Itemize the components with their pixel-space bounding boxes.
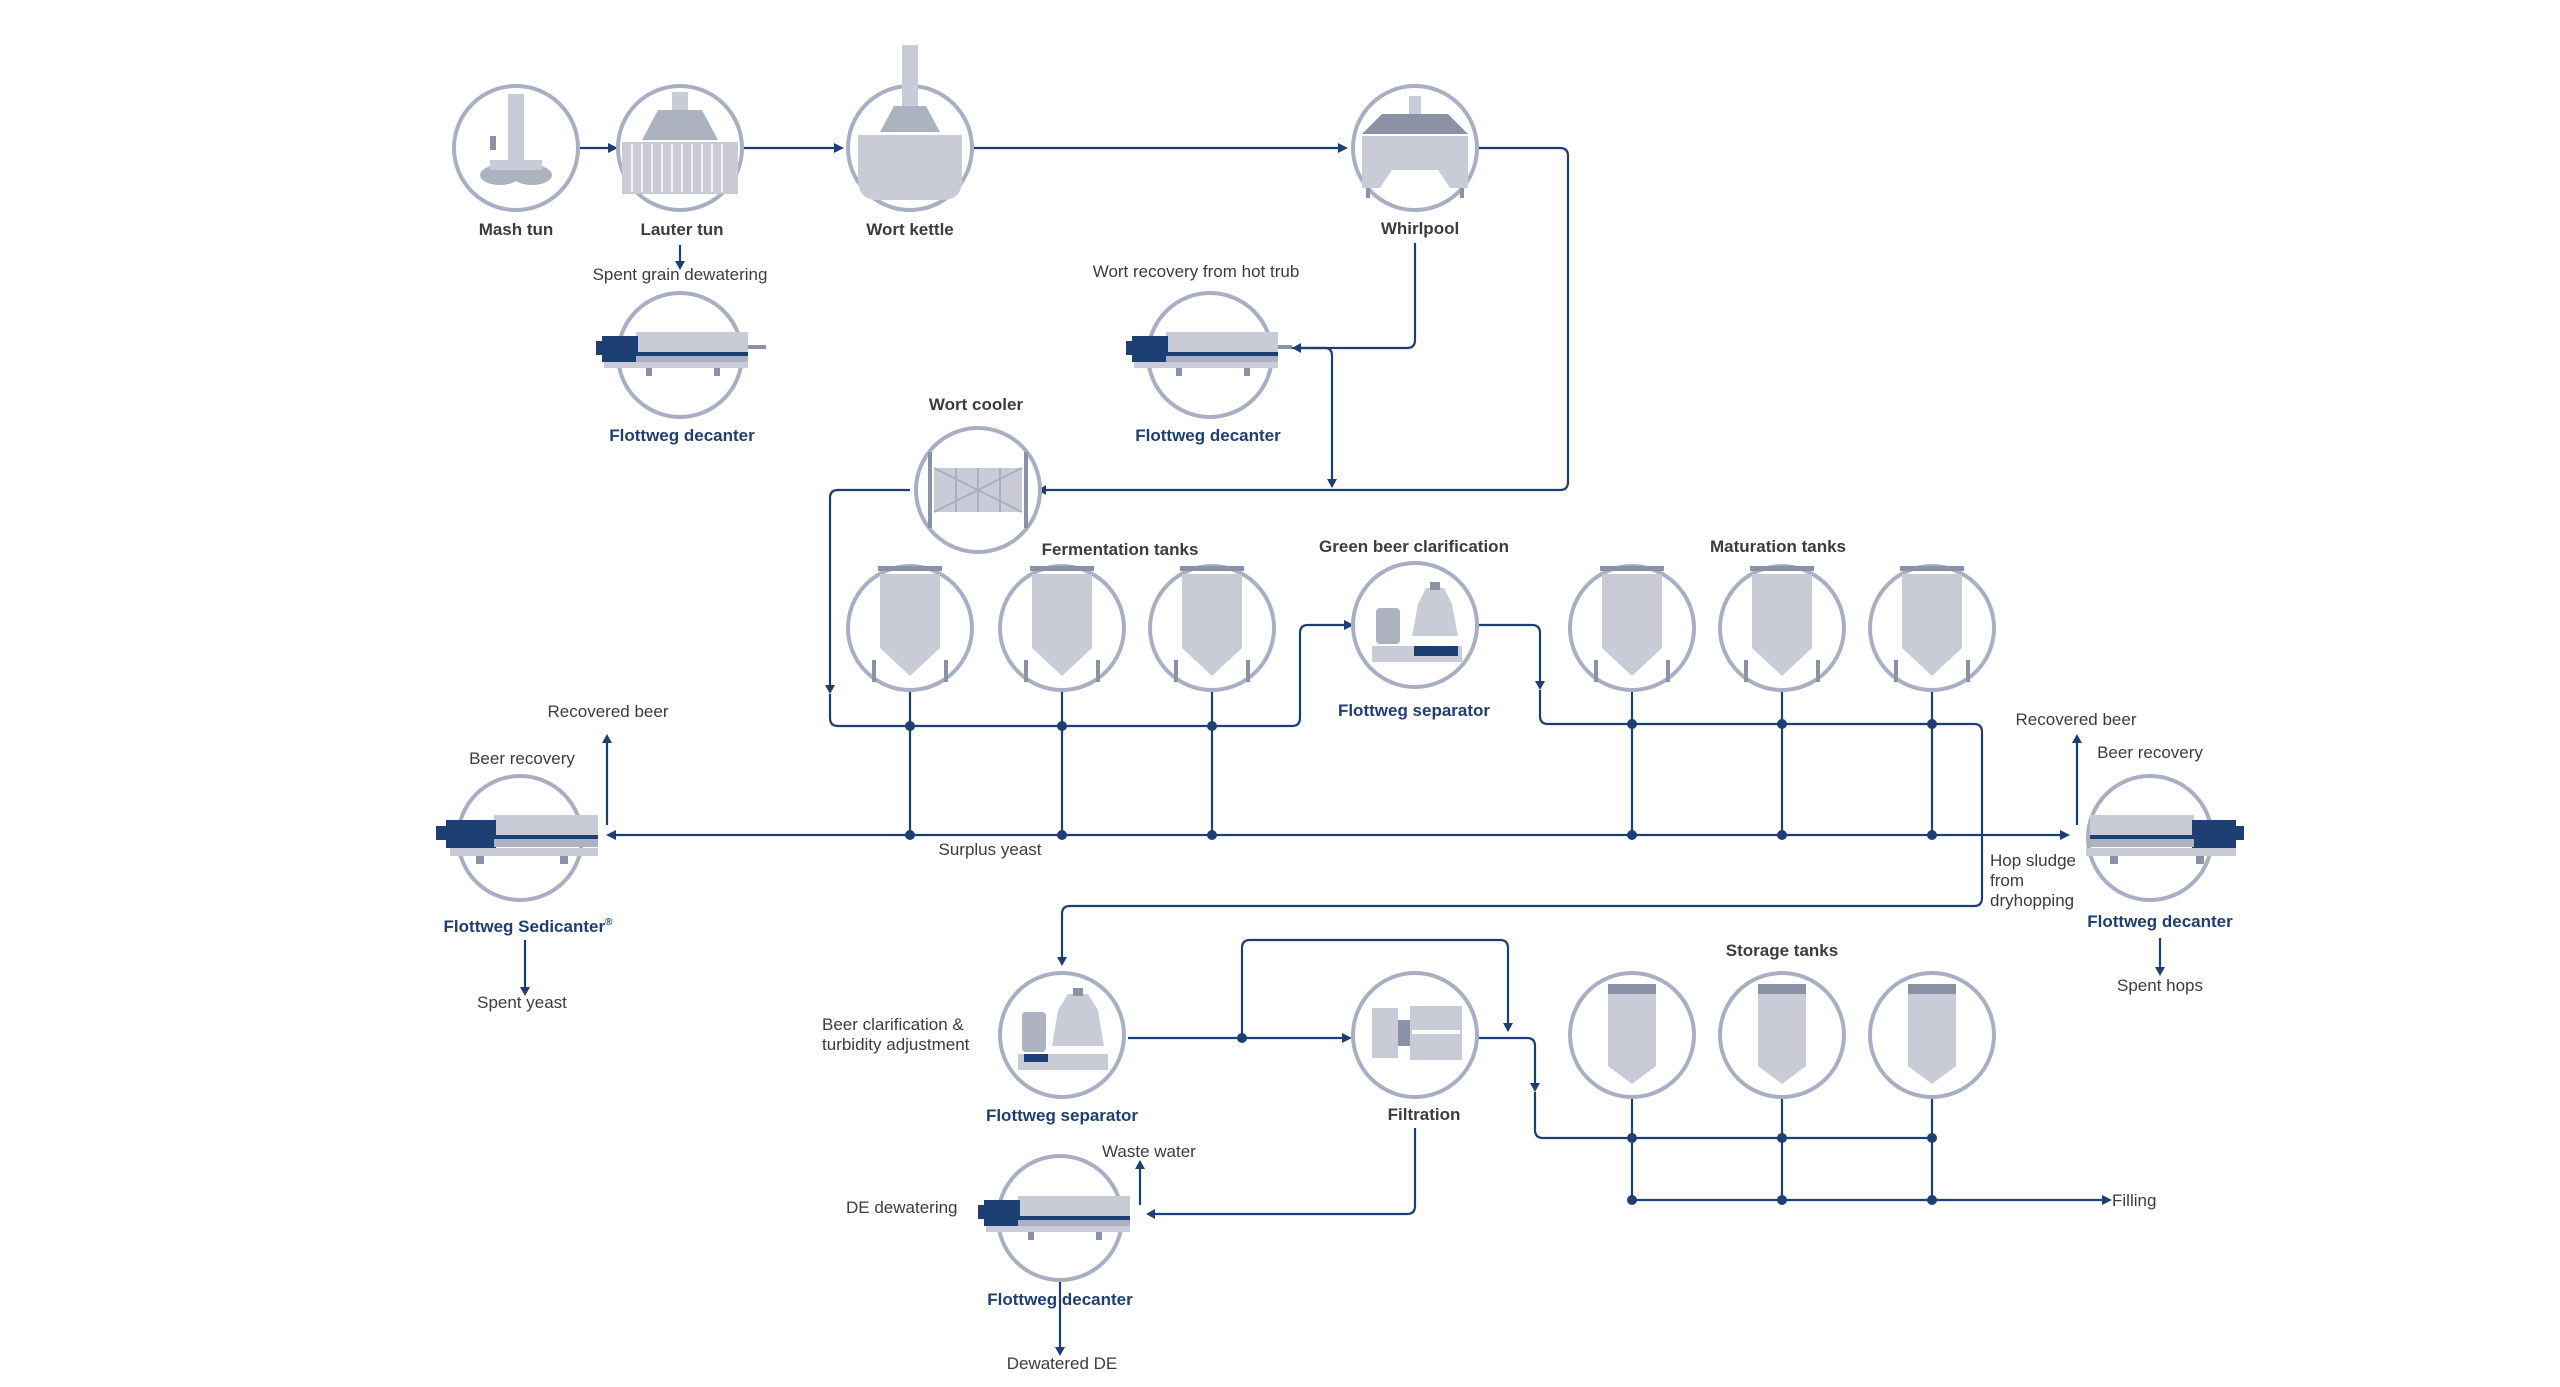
flow-lines (520, 143, 2165, 1356)
mash-tun-icon (452, 84, 580, 212)
fermentation-tank-1-icon (846, 564, 974, 692)
flow-wort-decanter-return (1290, 346, 1334, 480)
flow-storage-collector (1533, 1092, 1932, 1140)
fermentation-tanks-label: Fermentation tanks (1042, 540, 1199, 559)
decanter-de-label: Flottweg decanter (987, 1290, 1133, 1309)
storage-tank-3-icon (1868, 971, 1996, 1099)
flow-cooler-to-fermentation (828, 488, 910, 686)
mash-tun-label: Mash tun (479, 220, 554, 239)
lauter-tun-label: Lauter tun (640, 220, 723, 239)
flow-separator-to-maturation (1478, 623, 1542, 682)
flow-maturation-collector (1060, 690, 1984, 958)
whirlpool-icon (1351, 84, 1479, 212)
flow-whirlpool-to-wort-decanter (1300, 243, 1417, 350)
hop-sludge-label-2: from (1990, 871, 2024, 890)
decanter-hops-label: Flottweg decanter (2087, 912, 2233, 931)
lauter-tun-icon (616, 84, 744, 212)
wort-kettle-icon (846, 45, 974, 212)
separator-beer-label: Flottweg separator (986, 1106, 1138, 1125)
flow-filtration-to-storage (1476, 1036, 1537, 1084)
waste-water-label: Waste water (1102, 1142, 1196, 1161)
flow-whirlpool-to-cooler (1044, 146, 1570, 492)
wort-cooler-icon (914, 426, 1042, 554)
maturation-tank-1-icon (1568, 564, 1696, 692)
sedicanter-label: Flottweg Sedicanter® (444, 917, 614, 936)
surplus-yeast-label: Surplus yeast (939, 840, 1042, 859)
storage-tanks-label: Storage tanks (1726, 941, 1838, 960)
storage-tank-1-icon (1568, 971, 1696, 1099)
wort-recovery-label: Wort recovery from hot trub (1093, 262, 1300, 281)
whirlpool-label: Whirlpool (1381, 219, 1459, 238)
flow-bypass (1240, 938, 1510, 1038)
beer-clarification-label-2: turbidity adjustment (822, 1035, 970, 1054)
spent-hops-label: Spent hops (2117, 976, 2203, 995)
recovered-beer-right-label: Recovered beer (2016, 710, 2137, 729)
sedicanter-registered-mark: ® (605, 917, 613, 928)
junction-dots (905, 719, 1937, 1205)
separator-green-label: Flottweg separator (1338, 701, 1490, 720)
maturation-tanks-label: Maturation tanks (1710, 537, 1846, 556)
filtration-label: Filtration (1388, 1105, 1461, 1124)
filtration-icon (1351, 971, 1479, 1099)
fermentation-tank-3-icon (1148, 564, 1276, 692)
dewatered-de-label: Dewatered DE (1007, 1354, 1118, 1373)
hop-sludge-label-3: dryhopping (1990, 891, 2074, 910)
flow-storage-drops (1630, 1092, 1934, 1200)
maturation-tank-2-icon (1718, 564, 1846, 692)
beer-recovery-right-label: Beer recovery (2097, 743, 2203, 762)
flow-mat-drops (1630, 690, 1934, 835)
wort-kettle-label: Wort kettle (866, 220, 954, 239)
filling-label: Filling (2112, 1191, 2156, 1210)
green-beer-separator-icon (1351, 561, 1479, 689)
spent-yeast-label: Spent yeast (477, 993, 567, 1012)
recovered-beer-left-label: Recovered beer (548, 702, 669, 721)
storage-tank-2-icon (1718, 971, 1846, 1099)
flow-filtration-to-de (1154, 1128, 1417, 1216)
spent-grain-dewatering-label: Spent grain dewatering (593, 265, 768, 284)
beer-separator-icon (998, 971, 1126, 1099)
decanter-wort-recovery-icon (1126, 291, 1292, 419)
sedicanter-icon (436, 774, 598, 902)
wort-cooler-label: Wort cooler (929, 395, 1024, 414)
decanter-wort-label: Flottweg decanter (1135, 426, 1281, 445)
decanter-spent-grain-icon (596, 291, 766, 419)
hop-sludge-label-1: Hop sludge (1990, 851, 2076, 870)
flow-ferm-drops (908, 690, 1214, 835)
labels: Mash tun Lauter tun Wort kettle Whirlpoo… (444, 219, 2234, 1373)
fermentation-tank-2-icon (998, 564, 1126, 692)
maturation-tank-3-icon (1868, 564, 1996, 692)
beer-recovery-left-label: Beer recovery (469, 749, 575, 768)
flow-fermentation-collector (828, 623, 1346, 728)
de-dewatering-label: DE dewatering (846, 1198, 958, 1217)
sedicanter-name: Flottweg Sedicanter (444, 917, 606, 936)
decanter-hops-icon (2086, 774, 2244, 902)
decanter-spent-grain-label: Flottweg decanter (609, 426, 755, 445)
green-beer-clarification-label: Green beer clarification (1319, 537, 1509, 556)
beer-clarification-label-1: Beer clarification & (822, 1015, 964, 1034)
decanter-de-icon (978, 1154, 1130, 1282)
